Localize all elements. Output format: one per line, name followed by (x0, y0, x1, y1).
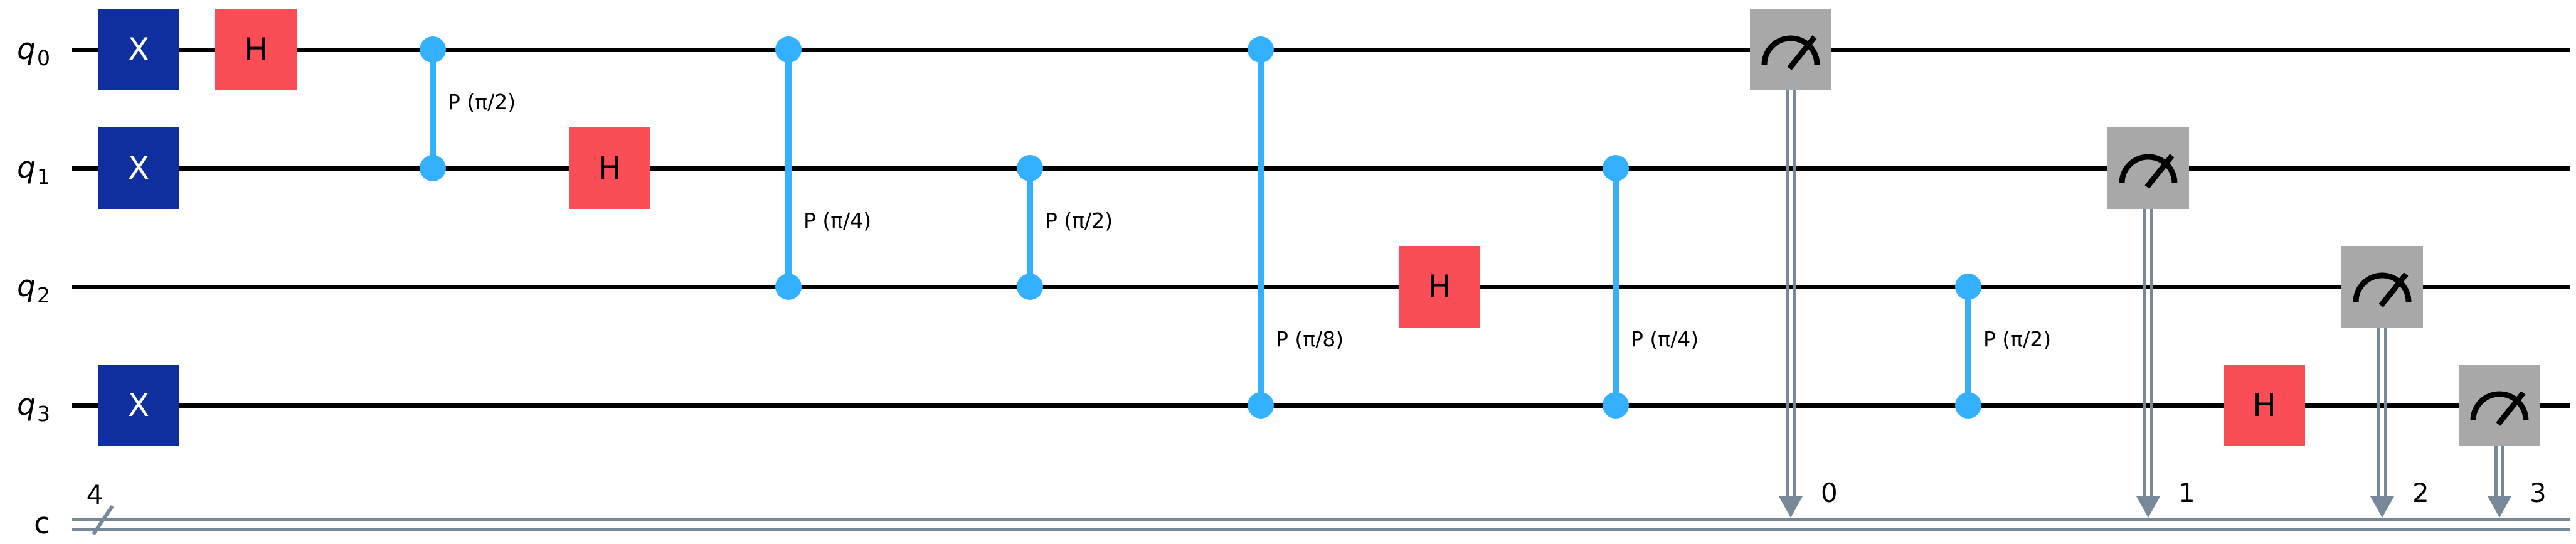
measure-wire-q0 (1786, 90, 1796, 496)
measure-wire-q1 (2143, 209, 2153, 496)
qubit-label-q0: q0 (0, 29, 50, 70)
measure-gate-q3 (2459, 365, 2540, 446)
classical-label-text: c (34, 506, 50, 541)
qubit-label-subscript: 2 (37, 283, 50, 307)
cp-control-dot-q1 (420, 155, 446, 181)
cp-control-dot-q0 (1248, 36, 1274, 63)
h-gate-q1: H (569, 127, 650, 209)
measure-cbit-label-1: 1 (2178, 477, 2195, 508)
cp-gate-q1-q2-line (1027, 168, 1033, 287)
qubit-wire-q0 (72, 48, 2570, 52)
cp-gate-q2-q3-label: P (π/2) (1983, 326, 2052, 351)
measure-wire-q3 (2494, 446, 2504, 496)
x-gate-q0: X (98, 9, 179, 90)
measure-gate-q1 (2107, 127, 2189, 209)
cp-gate-q1-q3-line (1613, 168, 1619, 405)
cp-control-dot-q3 (1955, 392, 1981, 419)
classical-bit-count: 4 (86, 479, 103, 510)
cp-control-dot-q2 (775, 274, 802, 300)
qubit-label-base: q (17, 32, 36, 67)
qubit-label-subscript: 0 (37, 46, 50, 70)
cp-control-dot-q2 (1017, 274, 1043, 300)
x-gate-q1: X (98, 127, 179, 209)
measure-meter-icon (1761, 35, 1820, 70)
cp-control-dot-q3 (1248, 392, 1274, 419)
cp-gate-q0-q2-label: P (π/4) (803, 208, 872, 233)
cp-control-dot-q0 (420, 36, 446, 63)
cp-gate-q0-q1-line (430, 50, 436, 168)
qubit-wire-q2 (72, 285, 2570, 289)
measure-meter-icon (2470, 391, 2529, 426)
measure-arrow-icon (2136, 496, 2160, 518)
cp-control-dot-q2 (1955, 274, 1981, 300)
qubit-label-subscript: 1 (37, 164, 50, 189)
classical-label: c (0, 503, 50, 544)
measure-gate-q2 (2341, 246, 2423, 328)
measure-wire-q2 (2377, 328, 2387, 496)
cp-gate-q0-q3-line (1258, 50, 1264, 405)
h-gate-q0: H (215, 9, 297, 90)
cp-gate-q0-q1-label: P (π/2) (448, 89, 516, 114)
h-gate-q2: H (1399, 246, 1480, 328)
qubit-wire-q3 (72, 403, 2570, 408)
cp-gate-q2-q3-line (1965, 287, 1971, 405)
cp-control-dot-q1 (1017, 155, 1043, 181)
measure-gate-q0 (1750, 9, 1831, 90)
h-gate-q3: H (2224, 365, 2305, 446)
qubit-label-base: q (17, 388, 36, 422)
cp-gate-q0-q3-label: P (π/8) (1276, 326, 1344, 351)
cp-gate-q1-q2-label: P (π/2) (1045, 208, 1113, 233)
classical-wire (72, 518, 2570, 531)
measure-meter-icon (2119, 154, 2178, 189)
measure-meter-icon (2353, 272, 2412, 307)
measure-arrow-icon (1779, 496, 1803, 518)
measure-arrow-icon (2370, 496, 2394, 518)
cp-control-dot-q3 (1603, 392, 1629, 419)
qubit-label-base: q (17, 269, 36, 304)
cp-gate-q0-q2-line (785, 50, 792, 287)
qubit-label-subscript: 3 (37, 402, 50, 426)
measure-cbit-label-3: 3 (2530, 477, 2547, 508)
measure-cbit-label-2: 2 (2412, 477, 2429, 508)
measure-arrow-icon (2488, 496, 2511, 518)
qubit-label-q2: q2 (0, 266, 50, 307)
qubit-label-q1: q1 (0, 147, 50, 189)
x-gate-q3: X (98, 365, 179, 446)
measure-cbit-label-0: 0 (1821, 477, 1838, 508)
cp-control-dot-q0 (775, 36, 802, 63)
qubit-label-q3: q3 (0, 385, 50, 426)
cp-gate-q1-q3-label: P (π/4) (1631, 326, 1699, 351)
qubit-label-base: q (17, 151, 36, 185)
cp-control-dot-q1 (1603, 155, 1629, 181)
qubit-wire-q1 (72, 166, 2570, 171)
